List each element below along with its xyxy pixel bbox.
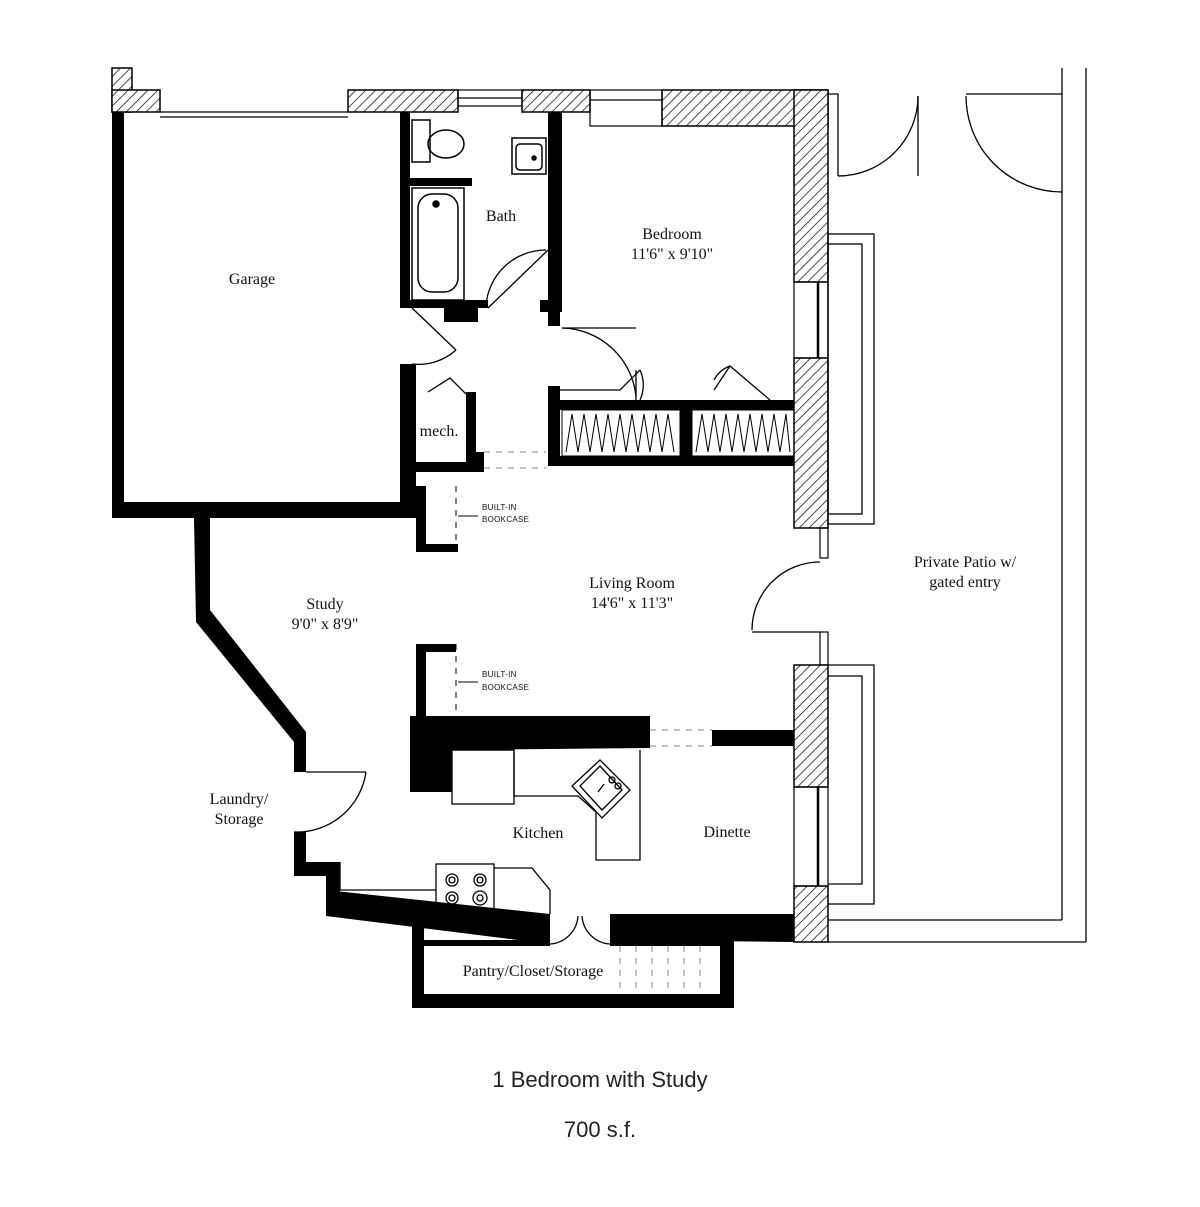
- bedroom-label: Bedroom: [642, 226, 702, 243]
- solid-walls: [112, 112, 794, 1008]
- kitchen-label: Kitchen: [513, 825, 564, 842]
- patio-label-line2: gated entry: [929, 574, 1001, 591]
- pantry-label: Pantry/Closet/Storage: [463, 963, 603, 980]
- study-label: Study: [306, 596, 343, 613]
- kitchen-fixtures: [339, 749, 641, 915]
- plan-title: 1 Bedroom with Study: [492, 1067, 708, 1092]
- dinette-label: Dinette: [703, 824, 750, 841]
- garage-label: Garage: [229, 271, 275, 288]
- bookcase-lower-line2: BOOKCASE: [482, 683, 529, 692]
- mech-label: mech.: [420, 423, 459, 440]
- plan-area: 700 s.f.: [563, 1117, 637, 1142]
- wall-openings: [455, 451, 712, 994]
- bedroom-size: 11'6" x 9'10": [631, 246, 713, 263]
- bath-fixtures: [411, 119, 547, 301]
- laundry-label-line1: Laundry/: [210, 791, 269, 808]
- bookcase-upper-line2: BOOKCASE: [482, 515, 529, 524]
- patio-outline: [827, 68, 1087, 943]
- bookcase-lower-line1: BUILT-IN: [482, 670, 517, 679]
- bath-label: Bath: [486, 208, 516, 225]
- living-room-label: Living Room: [589, 575, 675, 592]
- bookcase-upper-line1: BUILT-IN: [482, 503, 517, 512]
- closet-rods: [561, 409, 795, 457]
- doors: [293, 95, 1063, 945]
- exterior-walls-hatched: [111, 67, 829, 943]
- living-room-size: 14'6" x 11'3": [591, 595, 673, 612]
- study-size: 9'0" x 8'9": [292, 616, 359, 633]
- patio-label-line1: Private Patio w/: [914, 554, 1017, 571]
- laundry-label-line2: Storage: [215, 811, 264, 828]
